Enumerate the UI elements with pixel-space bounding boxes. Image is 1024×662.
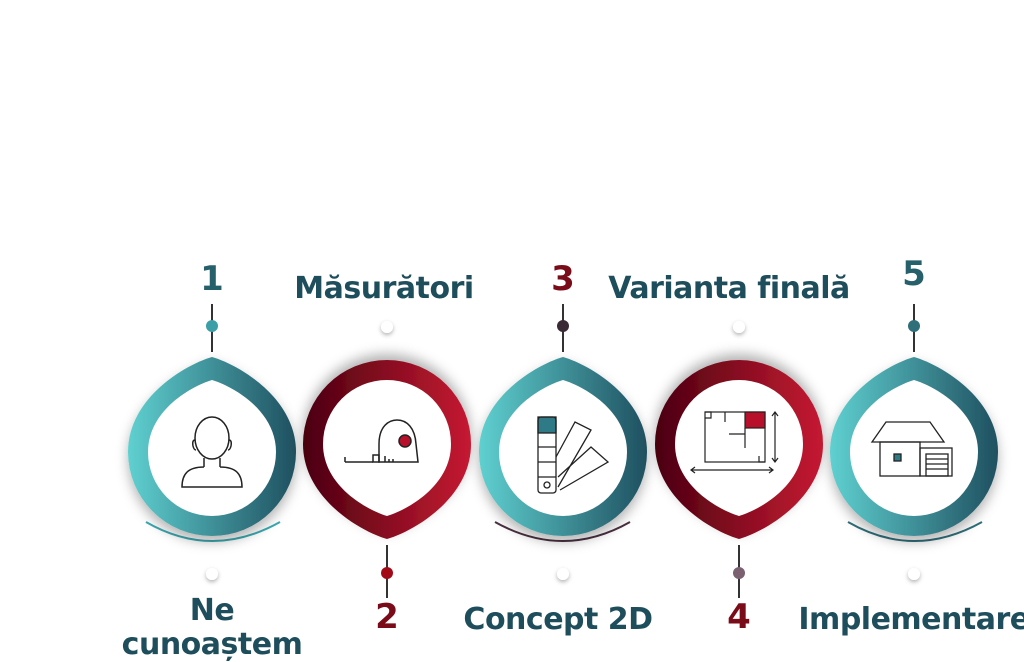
step-number-2: 2 xyxy=(375,597,399,637)
step-number-1: 1 xyxy=(200,259,224,299)
step-5 xyxy=(830,304,998,580)
connector-dot xyxy=(381,321,393,333)
person-icon xyxy=(181,416,243,488)
teardrop-badge xyxy=(479,357,647,536)
teardrop-badge xyxy=(128,357,296,536)
underline-arc xyxy=(494,521,631,542)
color-swatch-icon xyxy=(537,416,610,494)
underline-arc xyxy=(145,521,281,542)
connector-dot xyxy=(206,320,218,332)
connector-dot xyxy=(908,320,920,332)
house-garage-icon xyxy=(870,421,953,477)
teardrop-badge xyxy=(655,360,823,539)
step-title-1: Ne cunoaștem xyxy=(122,594,303,662)
step-number-5: 5 xyxy=(902,254,926,294)
connector-dot xyxy=(908,568,920,580)
step-title-4: Varianta finală xyxy=(608,271,850,306)
step-title-line: cunoaștem xyxy=(121,627,303,662)
floor-plan-icon xyxy=(690,411,779,474)
step-3 xyxy=(479,304,647,580)
step-title-line: Ne xyxy=(189,593,235,628)
tape-measure-icon xyxy=(344,419,419,463)
step-number-4: 4 xyxy=(727,597,751,637)
teardrop-badge xyxy=(303,360,471,539)
step-title-3: Concept 2D xyxy=(463,602,653,637)
step-4 xyxy=(655,321,823,598)
connector-dot xyxy=(381,567,393,579)
connector-dot xyxy=(206,568,218,580)
connector-dot xyxy=(557,320,569,332)
connector-dot xyxy=(733,567,745,579)
step-1 xyxy=(128,304,296,580)
underline-arc xyxy=(847,521,983,542)
step-2 xyxy=(303,321,471,598)
teardrop-badge xyxy=(830,357,998,536)
connector-dot xyxy=(557,568,569,580)
step-title-5: Implementare xyxy=(798,602,1024,637)
step-number-3: 3 xyxy=(551,259,575,299)
step-title-2: Măsurători xyxy=(294,271,474,306)
connector-dot xyxy=(733,321,745,333)
